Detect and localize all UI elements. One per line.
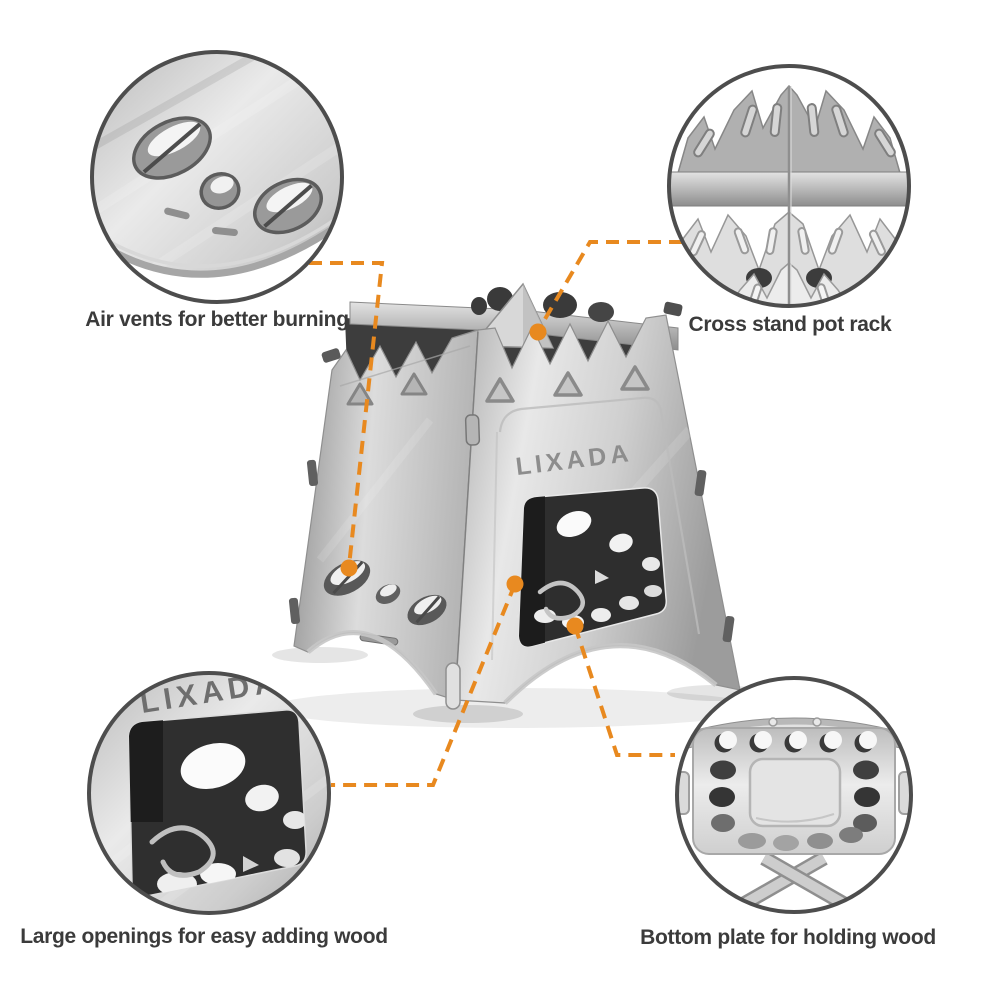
- stove-front-face: LIXADA: [445, 314, 741, 710]
- feed-opening-interior: [519, 488, 662, 647]
- vent-hole-detail: [199, 172, 241, 210]
- callout-label-air-vents: Air vents for better burning: [85, 308, 349, 331]
- leader-line-pot-rack: [536, 240, 682, 333]
- bottom-plate-top-holes: [714, 731, 877, 753]
- callout-circle-bottom-plate: [675, 676, 913, 914]
- leader-lines: [309, 240, 682, 787]
- vent-hole-detail: [132, 116, 212, 180]
- callout-label-openings: Large openings for easy adding wood: [20, 925, 388, 948]
- leader-line-bottom-plate: [573, 625, 675, 757]
- leader-dots: [340, 323, 584, 635]
- plate-center-panel: [748, 757, 842, 828]
- ground-shadow: [270, 647, 763, 728]
- callout-label-pot-rack: Cross stand pot rack: [688, 313, 892, 336]
- leader-line-openings: [331, 583, 517, 787]
- callout-dot-air-vents: [340, 559, 358, 577]
- callout-circle-pot-rack: [667, 64, 911, 308]
- callout-dot-bottom-plate: [566, 617, 584, 635]
- callout-dot-pot-rack: [529, 323, 547, 341]
- leader-line-air-vents: [309, 261, 385, 567]
- air-vent-hole: [407, 594, 447, 626]
- callout-label-bottom-plate: Bottom plate for holding wood: [640, 926, 936, 949]
- callout-circle-air-vents: [90, 50, 344, 304]
- vent-hole-detail: [253, 177, 323, 235]
- callout-dot-openings: [506, 575, 524, 593]
- air-vent-hole: [375, 583, 401, 605]
- stove-left-face: [288, 329, 479, 701]
